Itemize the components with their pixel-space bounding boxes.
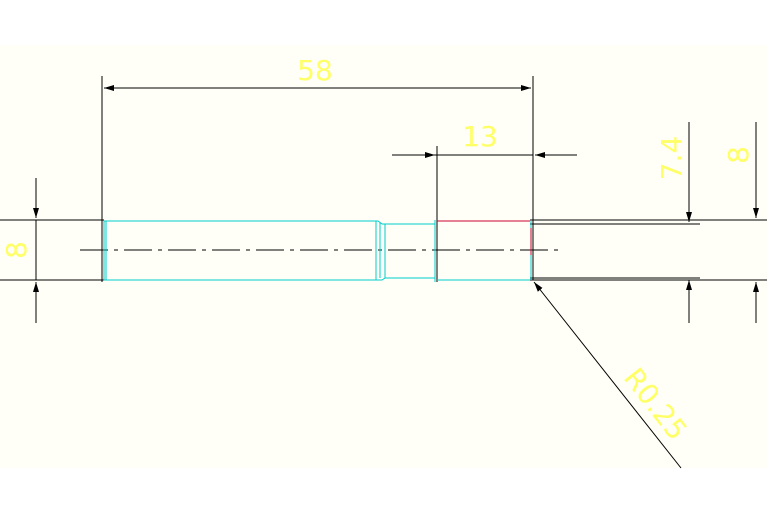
dim-7-4-label: 7.4 — [655, 136, 688, 181]
shaft-accent — [437, 220, 532, 255]
drawing-area — [0, 45, 767, 468]
extension-lines — [0, 219, 767, 281]
dim-left-8-label: 8 — [0, 241, 33, 259]
radius-leader — [533, 281, 682, 469]
vertical-extension-lines — [101, 76, 534, 282]
dim-13-label: 13 — [462, 120, 498, 153]
dim-58-label: 58 — [297, 54, 333, 87]
dim-right-8-label: 8 — [722, 146, 755, 164]
